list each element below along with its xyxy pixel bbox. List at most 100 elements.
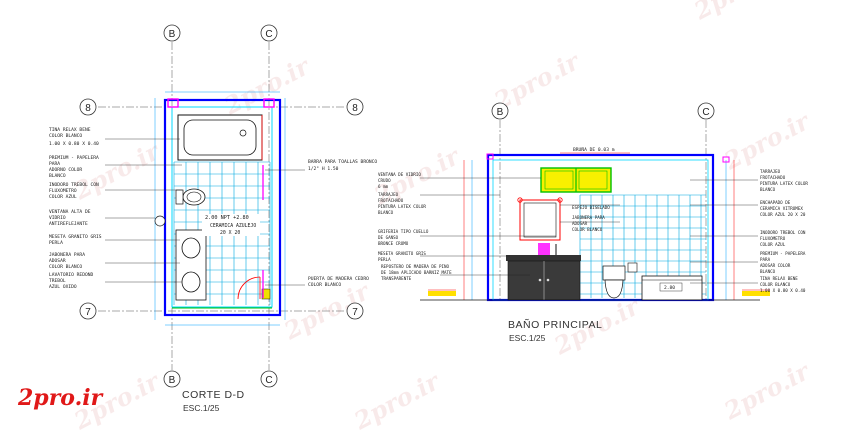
annotation: BRONCE CROMO (378, 241, 409, 246)
watermark-text: 2pro.ir (218, 50, 316, 120)
window-elevation (540, 167, 612, 193)
annotation: DE 18mm APLICADO BARNIZ MATE (381, 270, 452, 275)
bathtub-plan (177, 114, 263, 161)
grid-bubble-8-left: 8 (79, 98, 97, 116)
annotation: COLOR BLANCO (572, 227, 603, 232)
callout-dim: 20 X 20 (220, 230, 240, 236)
annotation: MESETA GRANITO GRIS (378, 251, 426, 256)
annotation: TRANSPARENTE (381, 276, 412, 281)
grid-label: B (169, 29, 176, 40)
annotation: COLOR BLANCO (760, 282, 791, 287)
annotation: DE GANSO (378, 235, 399, 240)
toilet-elevation (602, 262, 638, 299)
annotation: COLOR AZUL (760, 242, 786, 247)
grid-label: 7 (85, 307, 91, 318)
annotation: PARA (760, 257, 771, 262)
annotation: BLANCO (760, 187, 776, 192)
grid-label: 7 (352, 307, 358, 318)
grid-label: C (702, 107, 709, 118)
annotation: FLUXOMETRO (760, 236, 786, 241)
annotation: BARRA PARA TOALLAS BRONCO (308, 159, 377, 165)
watermark-text: 2pro.ir (348, 365, 446, 435)
tile-grid-elevation (579, 194, 706, 298)
level-callout: 2.00 NPT +2.80 CERAMICA AZULEJO 20 X 20 (202, 214, 260, 236)
annotation: VIDRIO (49, 215, 66, 221)
mirror-elevation (517, 197, 563, 241)
annotation: REPOSTERO DE MADERA DE PINO (381, 264, 450, 269)
annotation: MESETA GRANITO GRIS (49, 234, 102, 240)
annotation: FROTACHADO (378, 198, 404, 203)
annotation: CRUDO (378, 178, 391, 183)
vanity-cabinet-elevation (506, 243, 581, 301)
annotation: INODORO TREBOL CON (49, 182, 99, 188)
annotation: COLOR BLANCO (308, 282, 341, 288)
grid-bubble-7-right: 7 (346, 302, 364, 320)
watermark-logo: 2pro.ir (17, 385, 104, 411)
annotations-elev-center: ESPEJO BISELADO JABONERA PARA ADOSAR COL… (572, 205, 610, 232)
grid-bubble-b-top: B (163, 24, 181, 42)
annotation: PINTURA LATEX COLOR (760, 181, 808, 186)
annotation: FLUXOMETRO (49, 188, 77, 194)
watermark-text: 2pro.ir (688, 0, 786, 26)
annotation: INODORO TREBOL CON (760, 230, 806, 235)
annotation: 6 mm (378, 184, 389, 189)
top-dimension: BRUÑA DE 0.03 m (573, 146, 615, 153)
grid-label: B (497, 107, 504, 118)
vanity-plan (175, 229, 207, 301)
annotation: VENTANA ALTA DE (49, 209, 91, 215)
annotation: ADOSAR (49, 258, 66, 264)
watermark-text: 2pro.ir (718, 355, 816, 425)
annotation: TINA RELAX BENE (760, 276, 798, 281)
grid-label: 8 (352, 103, 358, 114)
annotation: TARRAJEO (760, 169, 781, 174)
annotation: ENCHAPADO DE (760, 200, 791, 205)
grid-label: 8 (85, 103, 91, 114)
grid-bubble-b-bottom: B (163, 370, 181, 388)
annotations-left: TINA RELAX BENE COLOR BLANCO 1.00 X 0.80… (49, 127, 102, 290)
annotation: BLANCO (378, 210, 394, 215)
annotation: 1.00 X 0.80 X 0.40 (49, 141, 99, 147)
annotations-elev-right: TARRAJEO FROTACHADO PINTURA LATEX COLOR … (760, 169, 808, 293)
annotation: 1.00 X 0.80 X 0.40 (760, 288, 806, 293)
annotation: AZUL OXIDO (49, 284, 77, 290)
annotation: FROTACHADO (760, 175, 786, 180)
annotation: TREBOL (49, 278, 66, 284)
annotation: PERLA (378, 257, 391, 262)
grid-bubble-c-top: C (260, 24, 278, 42)
annotation: COLOR BLANCO (49, 133, 82, 139)
annotation: ANTIREFLEJANTE (49, 221, 88, 227)
annotation: CERAMICA VITROMEX (760, 206, 803, 211)
annotation: GRIFERIA TIPO CUELLO (378, 229, 429, 234)
annotation: TINA RELAX BENE (49, 127, 91, 133)
callout-level: 2.00 NPT +2.80 (205, 215, 249, 221)
drawing-scale: ESC.1/25 (183, 403, 220, 413)
elevation-bano-principal: B C BRUÑA DE 0.03 m (378, 102, 808, 343)
watermark-text: 2pro.ir (718, 105, 816, 175)
callout-material: CERAMICA AZULEJO (210, 223, 256, 229)
door-plan (237, 276, 271, 300)
grid-label: C (265, 29, 272, 40)
drawing-scale: ESC.1/25 (509, 333, 546, 343)
annotation: PERLA (49, 240, 63, 246)
bathroom-walls (163, 98, 282, 317)
annotation: VENTANA DE VIDRIO (378, 172, 421, 177)
grid-label: B (169, 375, 176, 386)
annotation: PINTURA LATEX COLOR (378, 204, 426, 209)
annotations-right: BARRA PARA TOALLAS BRONCO 1/2" H 1.50 PU… (308, 159, 377, 288)
annotation: ADOSAR (572, 221, 588, 226)
grid-bubble-7-left: 7 (79, 302, 97, 320)
plan-corte-dd: B C B C 8 8 7 7 (49, 24, 377, 413)
annotation: ADORNO COLOR (49, 167, 82, 173)
annotation: COLOR AZUL 20 X 20 (760, 212, 806, 217)
annotation: BLANCO (760, 269, 776, 274)
annotation: PREMIUM - PAPELERA (760, 251, 806, 256)
grid-label: C (265, 375, 272, 386)
grid-bubble-8-right: 8 (346, 98, 364, 116)
annotation: BLANCO (49, 173, 66, 179)
site-logo: 2pro.ir (17, 385, 104, 411)
annotation: 1/2" H 1.50 (308, 166, 339, 172)
annotation: JABONERA PARA (572, 215, 605, 220)
annotation: PREMIUM - PAPELERA (49, 155, 99, 161)
bathtub-elevation: 2.80 (641, 275, 703, 301)
annotation: LAVATORIO REDOND (49, 272, 93, 278)
